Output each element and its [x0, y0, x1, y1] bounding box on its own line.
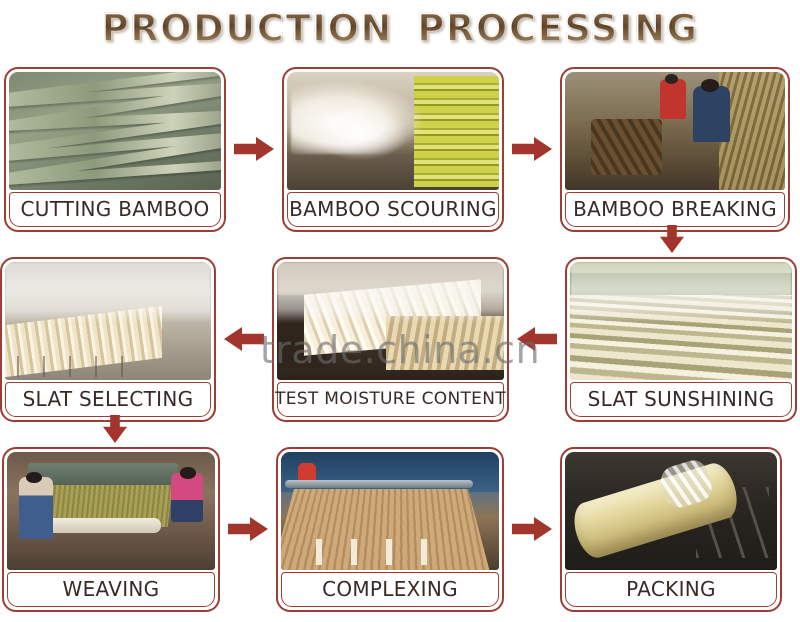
- step-label-text: TEST MOISTURE CONTENT: [275, 389, 506, 409]
- photo-test-moisture-content: [277, 261, 504, 380]
- arrow-left-icon: [224, 327, 264, 351]
- arrow-selecting-to-weaving: [100, 414, 130, 444]
- title-bar: PRODUCTION PROCESSING: [0, 0, 800, 56]
- step-card-bamboo-scouring[interactable]: BAMBOO SCOURING: [282, 66, 504, 232]
- arrow-sunshining-to-moisture: [509, 326, 565, 352]
- arrow-right-icon: [512, 137, 552, 161]
- arrow-cutting-to-scouring: [226, 136, 282, 162]
- step-card-cutting-bamboo[interactable]: CUTTING BAMBOO: [4, 66, 226, 232]
- step-label-text: WEAVING: [62, 577, 160, 601]
- step-label-bamboo-scouring: BAMBOO SCOURING: [287, 191, 499, 227]
- photo-packing: [565, 451, 777, 570]
- step-label-text: PACKING: [626, 577, 716, 601]
- photo-cutting-bamboo: [9, 71, 221, 190]
- step-label-slat-sunshining: SLAT SUNSHINING: [570, 381, 792, 417]
- photo-complexing: [281, 451, 499, 570]
- arrow-right-icon: [234, 137, 274, 161]
- step-card-complexing[interactable]: COMPLEXING: [276, 446, 504, 612]
- step-label-test-moisture-content: TEST MOISTURE CONTENT: [275, 381, 506, 417]
- step-label-text: COMPLEXING: [322, 577, 458, 601]
- photo-weaving: [7, 451, 215, 570]
- arrow-breaking-to-sunshining: [657, 224, 687, 254]
- arrow-down-icon: [660, 225, 684, 253]
- step-label-text: BAMBOO SCOURING: [289, 197, 497, 221]
- photo-slat-sunshining: [570, 261, 792, 380]
- step-card-packing[interactable]: PACKING: [560, 446, 782, 612]
- flow-row-2: SLAT SELECTING TEST MOISTURE CONTENT: [0, 246, 800, 432]
- arrow-complexing-to-packing: [504, 516, 560, 542]
- step-label-packing: PACKING: [565, 571, 777, 607]
- step-card-test-moisture-content[interactable]: TEST MOISTURE CONTENT: [272, 256, 509, 422]
- page-title: PRODUCTION PROCESSING: [101, 6, 699, 51]
- flow-row-1: CUTTING BAMBOO BAMBOO SCOURING: [0, 56, 800, 242]
- arrow-right-icon: [228, 517, 268, 541]
- photo-slat-selecting: [5, 261, 211, 380]
- step-label-text: BAMBOO BREAKING: [573, 197, 777, 221]
- step-label-complexing: COMPLEXING: [281, 571, 499, 607]
- arrow-left-icon: [517, 327, 557, 351]
- arrow-right-icon: [512, 517, 552, 541]
- arrow-down-icon: [103, 415, 127, 443]
- step-card-slat-selecting[interactable]: SLAT SELECTING: [0, 256, 216, 422]
- step-label-bamboo-breaking: BAMBOO BREAKING: [565, 191, 785, 227]
- arrow-weaving-to-complexing: [220, 516, 276, 542]
- step-label-text: SLAT SELECTING: [22, 387, 194, 411]
- photo-bamboo-scouring: [287, 71, 499, 190]
- step-label-weaving: WEAVING: [7, 571, 215, 607]
- step-card-bamboo-breaking[interactable]: BAMBOO BREAKING: [560, 66, 790, 232]
- step-label-text: CUTTING BAMBOO: [20, 197, 210, 221]
- arrow-moisture-to-selecting: [216, 326, 272, 352]
- photo-bamboo-breaking: [565, 71, 785, 190]
- step-label-cutting-bamboo: CUTTING BAMBOO: [9, 191, 221, 227]
- step-card-weaving[interactable]: WEAVING: [2, 446, 220, 612]
- process-flow-diagram: trade.china.cn CUTTING BAMBOO: [0, 56, 800, 614]
- arrow-scouring-to-breaking: [504, 136, 560, 162]
- step-card-slat-sunshining[interactable]: SLAT SUNSHINING: [565, 256, 797, 422]
- step-label-slat-selecting: SLAT SELECTING: [5, 381, 211, 417]
- flow-row-3: WEAVING COMPLEXING: [0, 436, 800, 622]
- step-label-text: SLAT SUNSHINING: [587, 387, 775, 411]
